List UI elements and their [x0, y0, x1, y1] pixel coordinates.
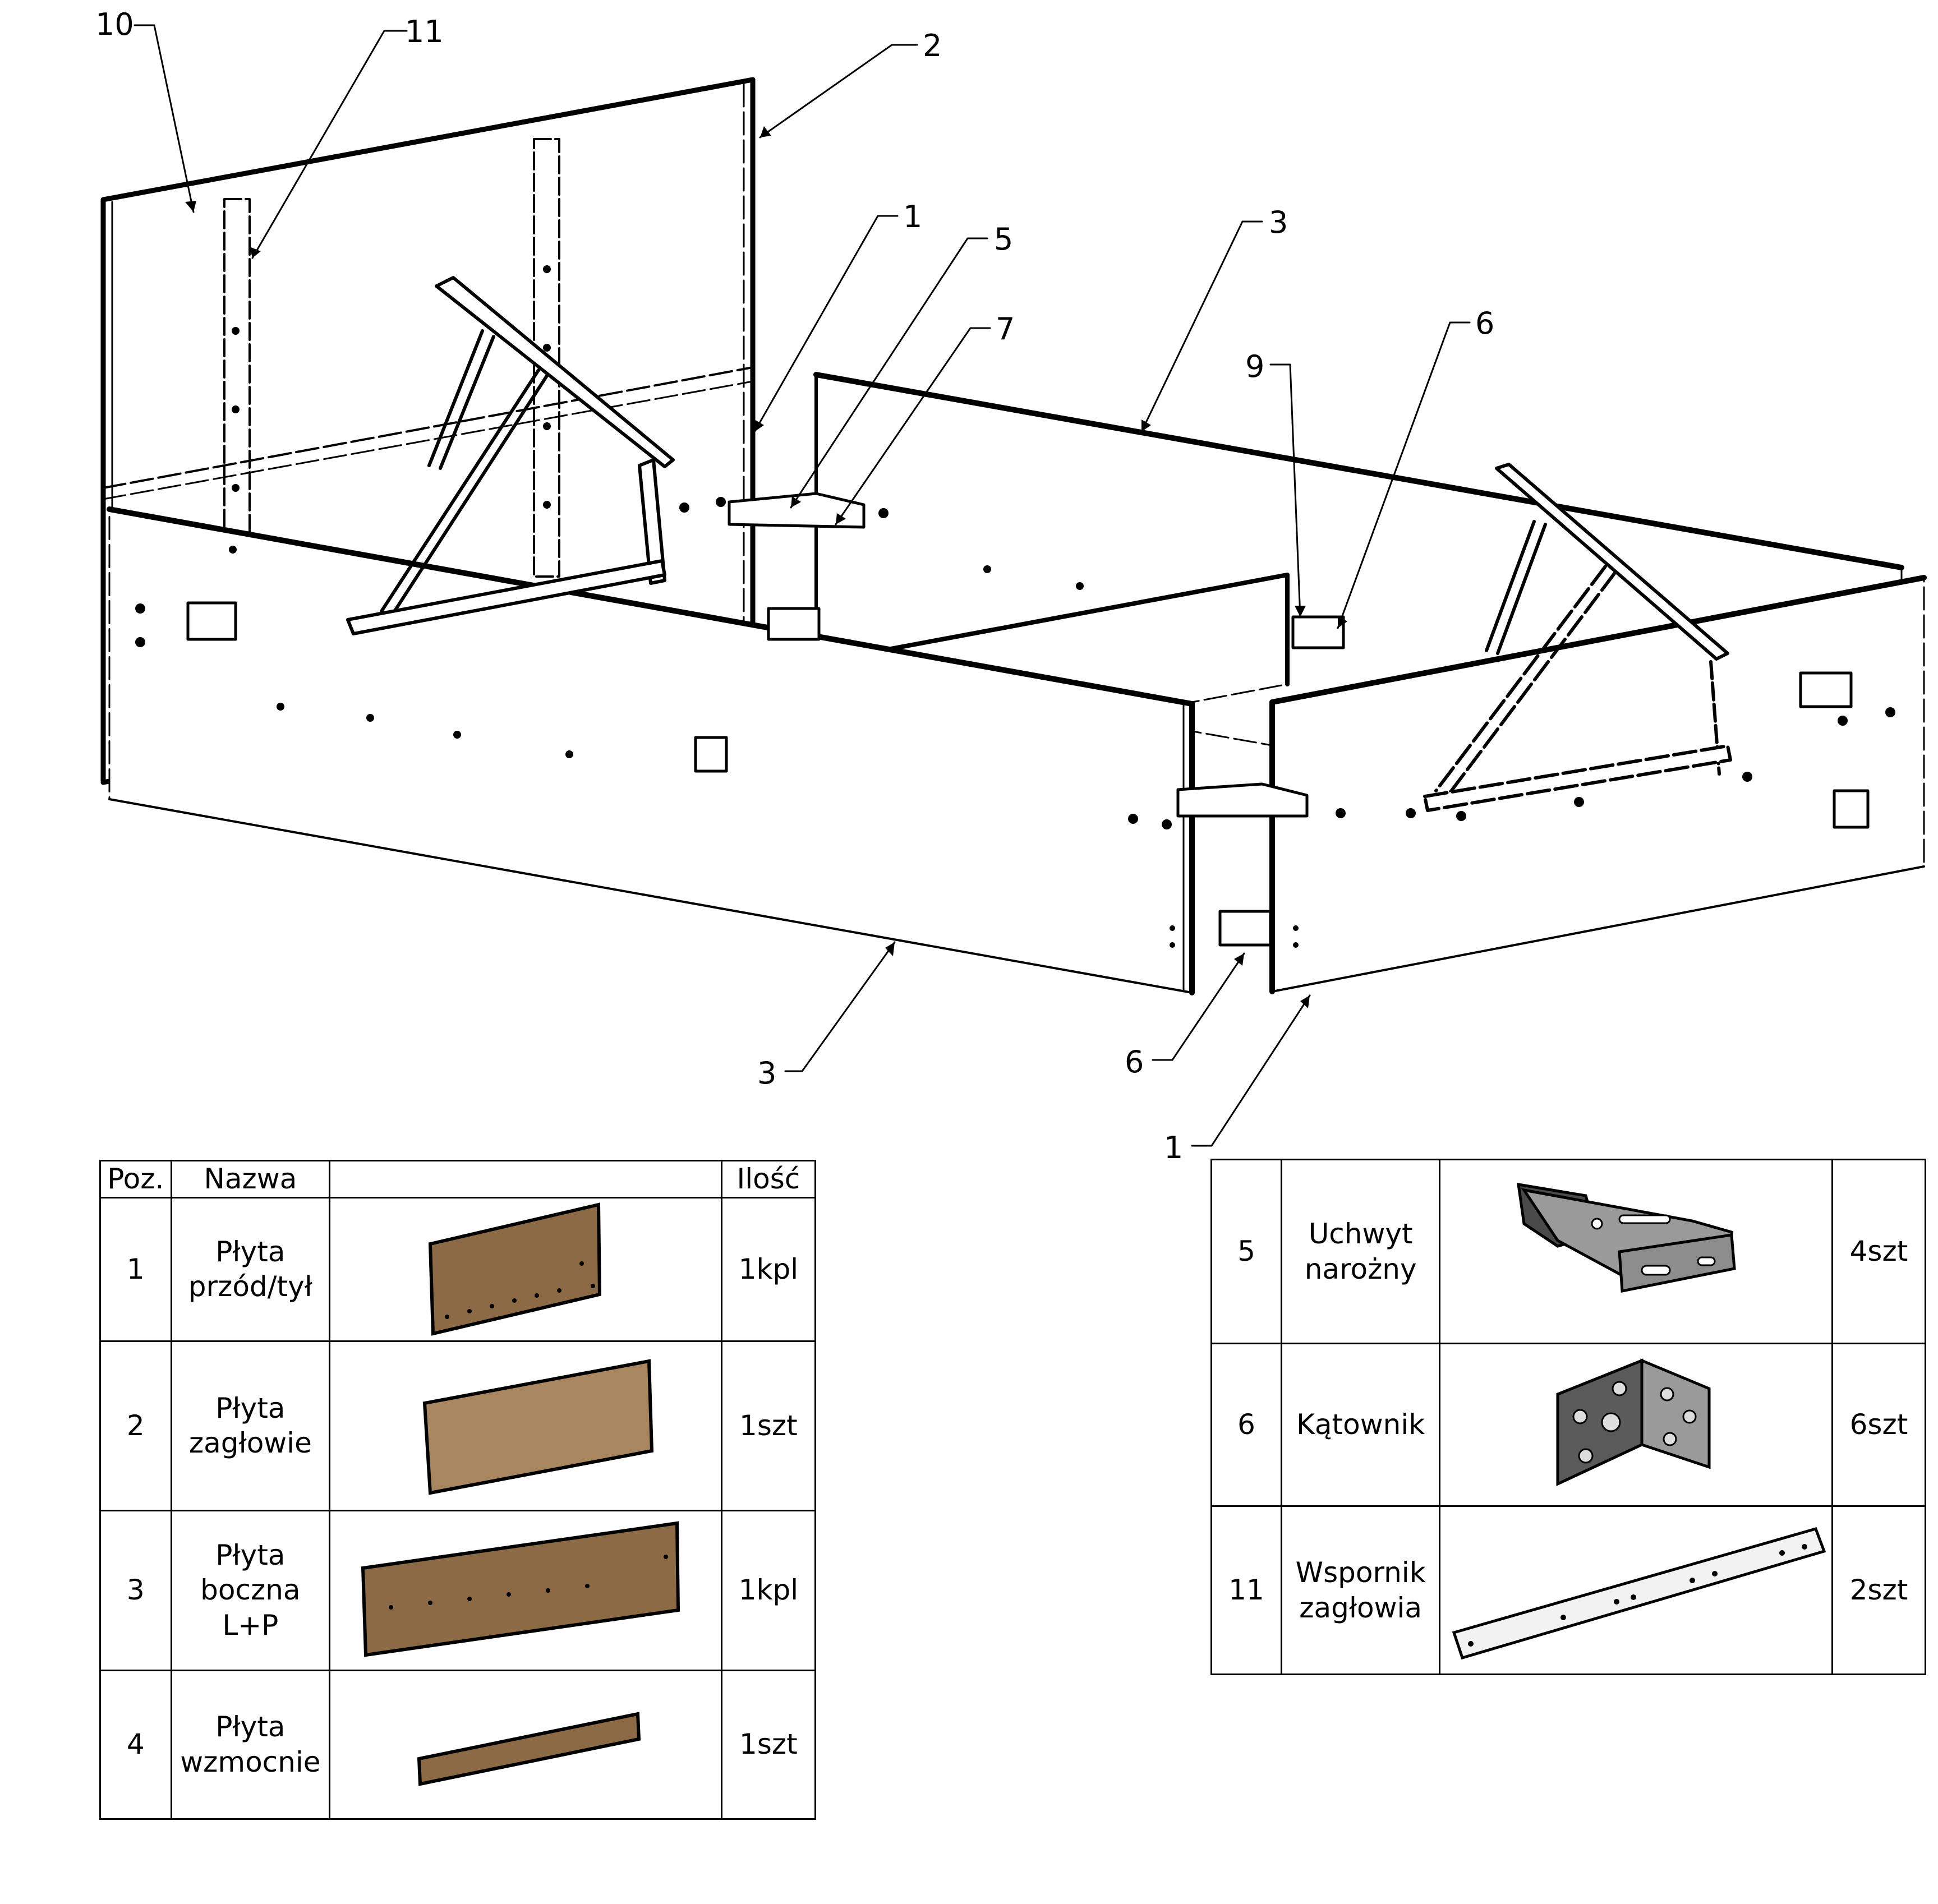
row-qty: 6szt: [1831, 1343, 1927, 1507]
angle-bracket-7: [1833, 789, 1870, 829]
arrow-heads: [185, 126, 1347, 1008]
angle-bracket-6: [1799, 671, 1853, 708]
row-name-line: Płyta: [215, 1538, 286, 1571]
lift-mechanism-left: [346, 276, 675, 635]
angle-bracket-3: [1218, 910, 1272, 947]
callout-1-top: 1: [903, 199, 922, 234]
row-pos: 11: [1210, 1505, 1283, 1675]
screw-holes: [135, 265, 1895, 948]
row-name-line: Uchwyt: [1308, 1218, 1413, 1250]
row-pos: 1: [99, 1196, 172, 1342]
row-pos: 3: [99, 1509, 172, 1671]
board-front-back-image: [428, 1202, 601, 1336]
row-qty: 2szt: [1831, 1505, 1927, 1675]
row-name-line: zagłowia: [1299, 1591, 1423, 1624]
callout-1-bottom: 1: [1164, 1130, 1183, 1161]
leader-lines: [134, 24, 1471, 1147]
angle-bracket-5: [694, 736, 728, 773]
row-pos: 4: [99, 1669, 172, 1820]
row-name-line: wzmocnie: [180, 1745, 321, 1778]
callout-6-top: 6: [1475, 306, 1494, 341]
callout-labels: 10 11 2 1 5 7 3 9 6 3 6 1: [95, 7, 1494, 1161]
row-name-line: boczna: [200, 1574, 301, 1607]
row-pos: 2: [99, 1340, 172, 1511]
row-qty: 1kpl: [720, 1509, 817, 1671]
callout-9: 9: [1245, 349, 1264, 384]
header-qty: Ilość: [720, 1160, 817, 1198]
headboard-strip-icon: [1452, 1527, 1826, 1659]
row-pos: 6: [1210, 1343, 1283, 1507]
table-row: 1 Płyta przód/tył 1kpl: [99, 1196, 817, 1342]
corner-bracket-lower: [1176, 782, 1309, 818]
row-name-line: narożny: [1304, 1252, 1417, 1285]
row-image: [329, 1509, 722, 1671]
callout-3-top: 3: [1269, 205, 1288, 240]
row-image: [1439, 1505, 1833, 1675]
row-name-line: Płyta: [215, 1391, 286, 1424]
table-row: 3 Płyta boczna L+P 1kpl: [99, 1509, 817, 1671]
row-qty: 4szt: [1831, 1159, 1927, 1344]
table-row: 6 Kątownik 6szt: [1210, 1343, 1927, 1507]
callout-3-bottom: 3: [757, 1055, 776, 1091]
row-name-line: Płyta: [215, 1711, 286, 1743]
row-name: Płyta przód/tył: [170, 1196, 331, 1342]
header-name: Nazwa: [170, 1160, 331, 1198]
row-name: Płyta boczna L+P: [170, 1509, 331, 1671]
corner-bracket-icon: [1516, 1182, 1736, 1293]
row-qty: 1kpl: [720, 1196, 817, 1342]
board-side-image: [361, 1521, 680, 1657]
corner-bracket-upper: [728, 492, 866, 529]
row-name-line: przód/tył: [188, 1270, 312, 1303]
angle-bracket-2: [1291, 615, 1345, 649]
row-name-line: L+P: [222, 1608, 279, 1642]
callout-7: 7: [996, 311, 1015, 347]
row-name-line: zagłowie: [188, 1427, 312, 1459]
board-headboard-image: [422, 1359, 654, 1495]
front-board: [1269, 575, 1927, 994]
table-row: 4 Płyta wzmocnie 1szt: [99, 1669, 817, 1820]
parts-table-hardware: 5 Uchwyt narożny 4szt 6 Kątownik: [1210, 1159, 1927, 1675]
table-header-row: Poz. Nazwa Ilość: [99, 1160, 817, 1198]
row-qty: 1szt: [720, 1340, 817, 1511]
row-name: Płyta wzmocnie: [170, 1669, 331, 1820]
callout-6-bottom: 6: [1125, 1044, 1144, 1080]
row-name: Wspornik zagłowia: [1281, 1505, 1441, 1675]
row-image: [1439, 1159, 1833, 1344]
callout-2: 2: [923, 28, 942, 63]
angle-bracket-4: [186, 601, 237, 641]
row-pos: 5: [1210, 1159, 1283, 1344]
row-image: [329, 1196, 722, 1342]
row-name-line: Kątownik: [1296, 1408, 1425, 1441]
row-image: [1439, 1343, 1833, 1507]
exploded-assembly-drawing: 10 11 2 1 5 7 3 9 6 3 6 1: [95, 7, 1927, 1161]
row-image: [329, 1669, 722, 1820]
row-name-line: Płyta: [215, 1235, 286, 1268]
row-name: Uchwyt narożny: [1281, 1159, 1441, 1344]
lift-mechanism-right: [1423, 463, 1732, 812]
callout-11: 11: [405, 14, 444, 49]
header-image: [329, 1160, 722, 1198]
row-image: [329, 1340, 722, 1511]
row-qty: 1szt: [720, 1669, 817, 1820]
row-name: Kątownik: [1281, 1343, 1441, 1507]
row-name-line: Wspornik: [1295, 1556, 1426, 1589]
row-name: Płyta zagłowie: [170, 1340, 331, 1511]
header-pos: Poz.: [99, 1160, 172, 1198]
callout-10: 10: [95, 7, 134, 42]
board-reinforcement-image: [417, 1711, 641, 1786]
table-row: 5 Uchwyt narożny 4szt: [1210, 1159, 1927, 1344]
angle-bracket-icon: [1556, 1358, 1711, 1486]
table-row: 2 Płyta zagłowie 1szt: [99, 1340, 817, 1511]
parts-table-boards: Poz. Nazwa Ilość 1 Płyta przód/tył 1kpl …: [99, 1160, 817, 1820]
angle-bracket-1: [767, 607, 821, 641]
table-row: 11 Wspornik zagłowia 2szt: [1210, 1505, 1927, 1675]
callout-5: 5: [994, 222, 1013, 257]
